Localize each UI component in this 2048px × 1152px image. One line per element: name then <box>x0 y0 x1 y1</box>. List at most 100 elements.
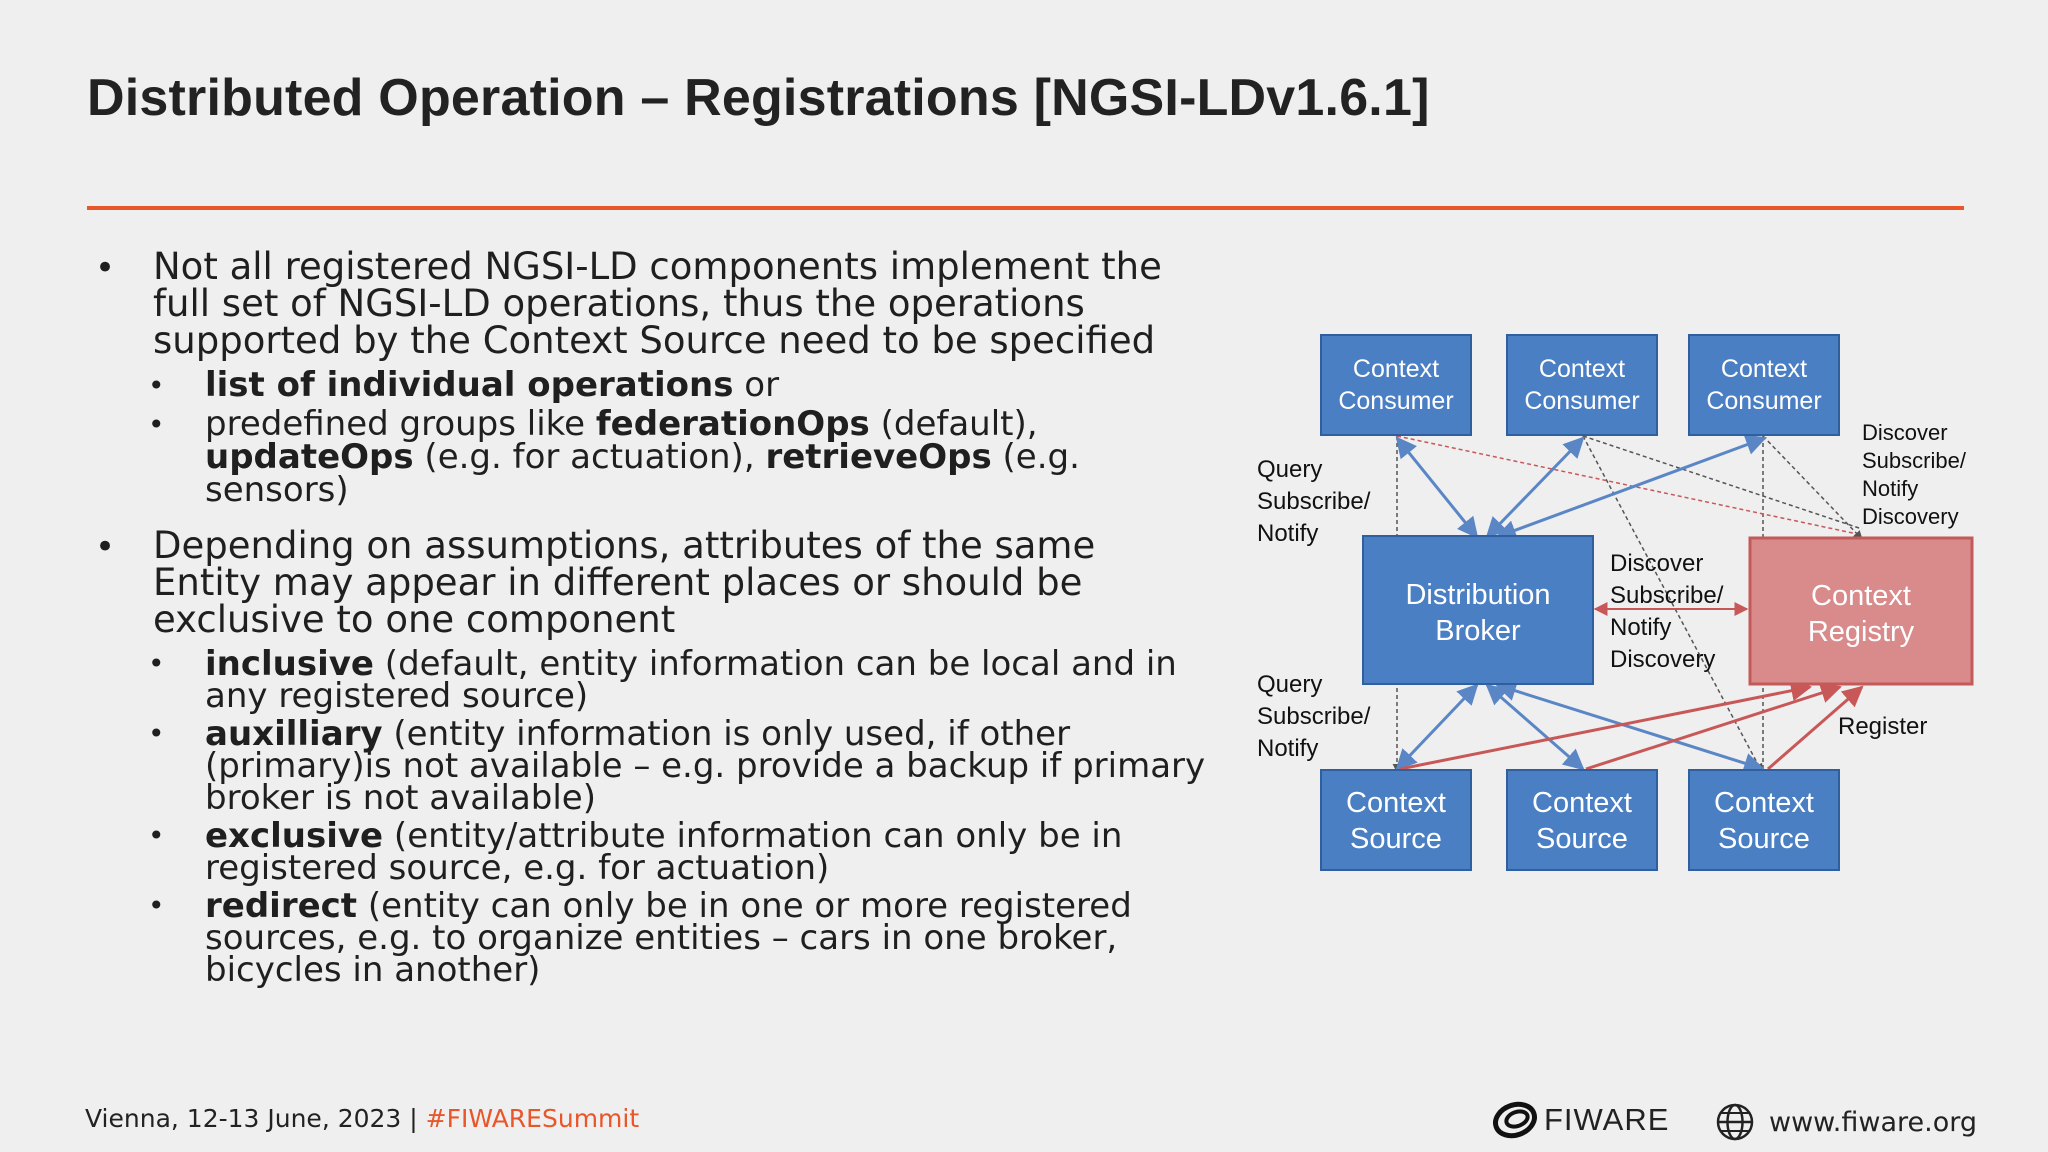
context-consumer-3: Context Consumer <box>1688 334 1840 436</box>
sub-bullet-text: (default), <box>869 404 1038 444</box>
context-consumer-2: Context Consumer <box>1506 334 1658 436</box>
svg-text:Discovery: Discovery <box>1862 504 1959 529</box>
distribution-broker: Distribution Broker <box>1362 535 1594 685</box>
bullet-text-line: Entity may appear in different places or… <box>153 561 1083 604</box>
svg-text:Discover: Discover <box>1862 420 1948 445</box>
context-source-3: Context Source <box>1688 769 1840 871</box>
label-query-top: Query Subscribe/ Notify <box>1257 456 1371 547</box>
svg-text:Registry: Registry <box>1808 616 1915 648</box>
sub-bullet-text: (default, entity information can be loca… <box>374 644 1177 684</box>
term-updateops: updateOps <box>205 437 414 477</box>
sub-bullet-individual-ops: • list of individual operations or <box>95 368 1225 402</box>
dashed-line <box>1762 435 1863 540</box>
sub-bullet-dot: • <box>148 369 165 402</box>
sub-bullet-text: predefined groups like <box>205 404 596 444</box>
svg-text:Consumer: Consumer <box>1524 387 1639 415</box>
bullet-attributes: • Depending on assumptions, attributes o… <box>95 527 1225 638</box>
svg-text:Context: Context <box>1532 787 1632 819</box>
term-federationops: federationOps <box>595 404 870 444</box>
svg-text:Subscribe/: Subscribe/ <box>1862 448 1967 473</box>
svg-text:Context: Context <box>1811 580 1911 612</box>
arrow <box>1767 685 1864 771</box>
svg-text:Context: Context <box>1353 355 1439 383</box>
footer-website[interactable]: www.fiware.org <box>1715 1100 1977 1144</box>
term-redirect: redirect <box>205 886 358 926</box>
sub-bullet-auxilliary: • auxilliary (entity information is only… <box>95 717 1225 818</box>
svg-text:Consumer: Consumer <box>1706 387 1821 415</box>
fiware-wordmark: FIWARE <box>1544 1102 1670 1137</box>
context-registry: Context Registry <box>1748 536 1974 686</box>
sub-bullet-dot: • <box>148 819 165 852</box>
sub-bullet-text: (entity/attribute information can only b… <box>383 816 1123 856</box>
arrow <box>1395 436 1479 539</box>
svg-text:Context: Context <box>1346 787 1446 819</box>
sub-bullet-text: (e.g. <box>991 437 1080 477</box>
svg-text:Context: Context <box>1539 355 1625 383</box>
svg-text:Discovery: Discovery <box>1610 646 1715 673</box>
blue-arrows <box>1395 434 1767 774</box>
bullet-dot: • <box>95 527 116 567</box>
sub-bullet-text: (entity information is only used, if oth… <box>382 714 1071 754</box>
sub-bullet-text: (primary)is not available – e.g. provide… <box>205 746 1206 786</box>
sub-bullet-predefined-groups: • predefined groups like federationOps (… <box>95 407 1225 510</box>
distributed-operation-diagram: Context Consumer Context Consumer Contex… <box>1257 334 1974 871</box>
arrow <box>1585 682 1842 771</box>
label-register: Register <box>1838 713 1927 740</box>
svg-text:Context: Context <box>1721 355 1807 383</box>
slide-title: Distributed Operation – Registrations [N… <box>87 69 1430 127</box>
dashed-line <box>1582 435 1863 530</box>
svg-text:Notify: Notify <box>1257 520 1318 547</box>
svg-text:Query: Query <box>1257 456 1322 483</box>
term-list-of-operations: list of individual operations <box>205 365 734 405</box>
label-query-bottom: Query Subscribe/ Notify <box>1257 671 1371 762</box>
event-text: Vienna, 12-13 June, 2023 | <box>85 1104 426 1133</box>
label-discover-middle: Discover Subscribe/ Notify Discovery <box>1610 550 1724 673</box>
fiware-logo: FIWARE <box>1492 1098 1669 1142</box>
sub-bullet-text: sensors) <box>205 470 349 510</box>
sub-bullet-inclusive: • inclusive (default, entity information… <box>95 647 1225 716</box>
sub-bullet-dot: • <box>148 717 165 750</box>
bullet-text-line: exclusive to one component <box>153 598 676 641</box>
term-inclusive: inclusive <box>205 644 374 684</box>
bullet-text-line: Depending on assumptions, attributes of … <box>153 524 1096 567</box>
svg-text:Notify: Notify <box>1610 614 1671 641</box>
bullet-text-line: full set of NGSI-LD operations, thus the… <box>153 282 1085 325</box>
term-auxilliary: auxilliary <box>205 714 383 754</box>
svg-text:Discover: Discover <box>1610 550 1703 577</box>
svg-text:Notify: Notify <box>1257 735 1318 762</box>
arrow <box>1399 680 1813 771</box>
svg-text:Source: Source <box>1536 823 1628 855</box>
sub-bullet-text: (e.g. for actuation), <box>413 437 766 477</box>
title-divider <box>87 206 1964 210</box>
sub-bullet-text: registered source, e.g. for actuation) <box>205 848 830 888</box>
sub-bullet-exclusive: • exclusive (entity/attribute informatio… <box>95 819 1225 888</box>
bullet-dot: • <box>95 248 116 288</box>
context-source-2: Context Source <box>1506 769 1658 871</box>
sub-bullet-text: broker is not available) <box>205 778 596 818</box>
arrow <box>1494 680 1766 774</box>
sub-bullet-redirect: • redirect (entity can only be in one or… <box>95 889 1225 990</box>
term-retrieveops: retrieveOps <box>765 437 992 477</box>
arrow <box>1495 434 1767 541</box>
svg-text:Subscribe/: Subscribe/ <box>1257 703 1371 730</box>
term-exclusive: exclusive <box>205 816 384 856</box>
svg-text:Source: Source <box>1718 823 1810 855</box>
sub-bullet-text: any registered source) <box>205 676 589 716</box>
sub-bullet-text: bicycles in another) <box>205 950 541 990</box>
arrow <box>1395 683 1479 771</box>
bullet-text-line: supported by the Context Source need to … <box>153 319 1156 362</box>
footer-event: Vienna, 12-13 June, 2023 | #FIWARESummit <box>85 1104 639 1133</box>
bullet-text-line: Not all registered NGSI-LD components im… <box>153 245 1162 288</box>
sub-bullet-text: (entity can only be in one or more regis… <box>357 886 1132 926</box>
svg-text:Subscribe/: Subscribe/ <box>1257 488 1371 515</box>
event-hashtag[interactable]: #FIWARESummit <box>425 1104 640 1133</box>
website-link[interactable]: www.fiware.org <box>1769 1106 1977 1138</box>
bullet-content: • Not all registered NGSI-LD components … <box>95 245 1225 990</box>
svg-text:Context: Context <box>1714 787 1814 819</box>
dashed-line <box>1396 435 1863 536</box>
fiware-swirl-icon <box>1493 1101 1537 1139</box>
svg-text:Distribution: Distribution <box>1405 579 1550 611</box>
sub-bullet-dot: • <box>148 647 165 680</box>
svg-text:Notify: Notify <box>1862 476 1918 501</box>
sub-bullet-dot: • <box>148 889 165 922</box>
